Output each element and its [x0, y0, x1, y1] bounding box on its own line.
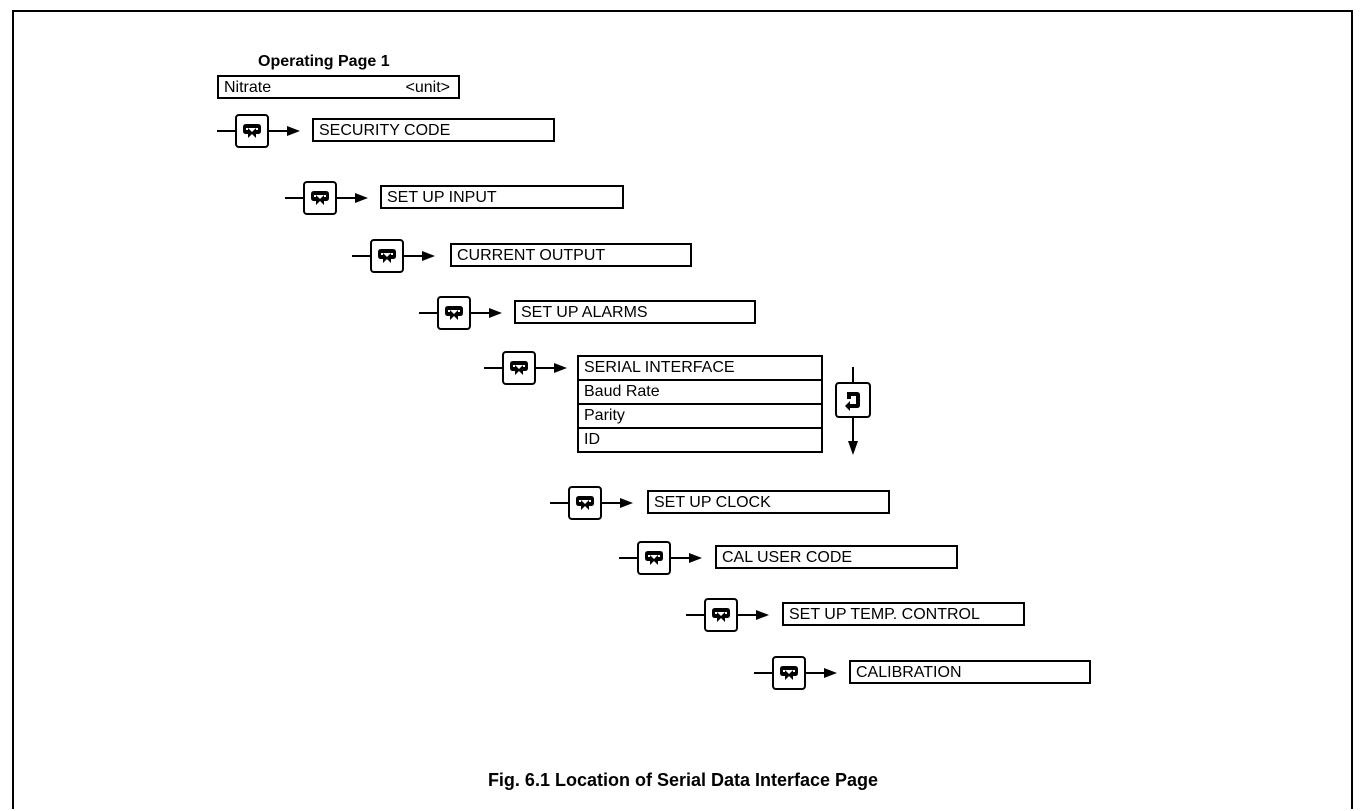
- menu-page-current-output: CURRENT OUTPUT: [450, 243, 692, 267]
- connector-line: [352, 255, 370, 257]
- arrow-head: [824, 668, 837, 678]
- parameter-unit: <unit>: [405, 79, 450, 96]
- connector-line: [686, 614, 704, 616]
- down-arrow-head: [848, 441, 858, 455]
- menu-key[interactable]: [772, 656, 806, 690]
- serial-interface-page: SERIAL INTERFACE Baud Rate Parity ID: [577, 355, 823, 453]
- connector-line: [285, 197, 303, 199]
- menu-advance-key-icon: [576, 496, 594, 510]
- operating-page-title: Operating Page 1: [258, 53, 390, 70]
- menu-page-set-up-temp-control: SET UP TEMP. CONTROL: [782, 602, 1025, 626]
- menu-advance-key-icon: [780, 666, 798, 680]
- connector-line: [217, 130, 235, 132]
- menu-page-set-up-clock: SET UP CLOCK: [647, 490, 890, 514]
- menu-page-security-code: SECURITY CODE: [312, 118, 555, 142]
- connector-line: [471, 312, 490, 314]
- menu-key[interactable]: [502, 351, 536, 385]
- connector-line: [619, 557, 637, 559]
- menu-advance-key-icon: [378, 249, 396, 263]
- connector-line: [484, 367, 502, 369]
- menu-page-calibration: CALIBRATION: [849, 660, 1091, 684]
- menu-key[interactable]: [437, 296, 471, 330]
- arrow-head: [554, 363, 567, 373]
- serial-item-id: ID: [577, 427, 823, 453]
- connector-line: [337, 197, 356, 199]
- menu-advance-key-icon: [712, 608, 730, 622]
- menu-page-set-up-input: SET UP INPUT: [380, 185, 624, 209]
- connector-line: [806, 672, 825, 674]
- arrow-head: [355, 193, 368, 203]
- serial-interface-title: SERIAL INTERFACE: [577, 355, 823, 381]
- arrow-head: [620, 498, 633, 508]
- arrow-head: [489, 308, 502, 318]
- connector-line: [404, 255, 423, 257]
- parameter-advance-key-icon: [845, 392, 860, 411]
- figure-frame: [12, 10, 1353, 809]
- arrow-head: [422, 251, 435, 261]
- menu-advance-key-icon: [445, 306, 463, 320]
- figure-caption: Fig. 6.1 Location of Serial Data Interfa…: [487, 770, 879, 790]
- parameter-key[interactable]: [835, 382, 871, 418]
- menu-key[interactable]: [637, 541, 671, 575]
- menu-key[interactable]: [568, 486, 602, 520]
- menu-key[interactable]: [370, 239, 404, 273]
- serial-item-baud-rate: Baud Rate: [577, 379, 823, 405]
- menu-advance-key-icon: [645, 551, 663, 565]
- arrow-head: [756, 610, 769, 620]
- serial-item-parity: Parity: [577, 403, 823, 429]
- connector-line: [671, 557, 690, 559]
- parameter-flow-line-top: [852, 367, 854, 382]
- menu-advance-key-icon: [243, 124, 261, 138]
- menu-advance-key-icon: [510, 361, 528, 375]
- connector-line: [754, 672, 772, 674]
- menu-key[interactable]: [235, 114, 269, 148]
- arrow-head: [287, 126, 300, 136]
- connector-line: [536, 367, 555, 369]
- menu-page-set-up-alarms: SET UP ALARMS: [514, 300, 756, 324]
- connector-line: [550, 502, 568, 504]
- parameter-name: Nitrate: [224, 79, 272, 96]
- menu-advance-key-icon: [311, 191, 329, 205]
- operating-page-display: Nitrate <unit>: [217, 75, 460, 99]
- arrow-head: [689, 553, 702, 563]
- connector-line: [602, 502, 621, 504]
- connector-line: [419, 312, 437, 314]
- parameter-flow-line-bottom: [852, 418, 854, 443]
- menu-page-cal-user-code: CAL USER CODE: [715, 545, 958, 569]
- menu-key[interactable]: [303, 181, 337, 215]
- connector-line: [269, 130, 288, 132]
- connector-line: [738, 614, 757, 616]
- menu-key[interactable]: [704, 598, 738, 632]
